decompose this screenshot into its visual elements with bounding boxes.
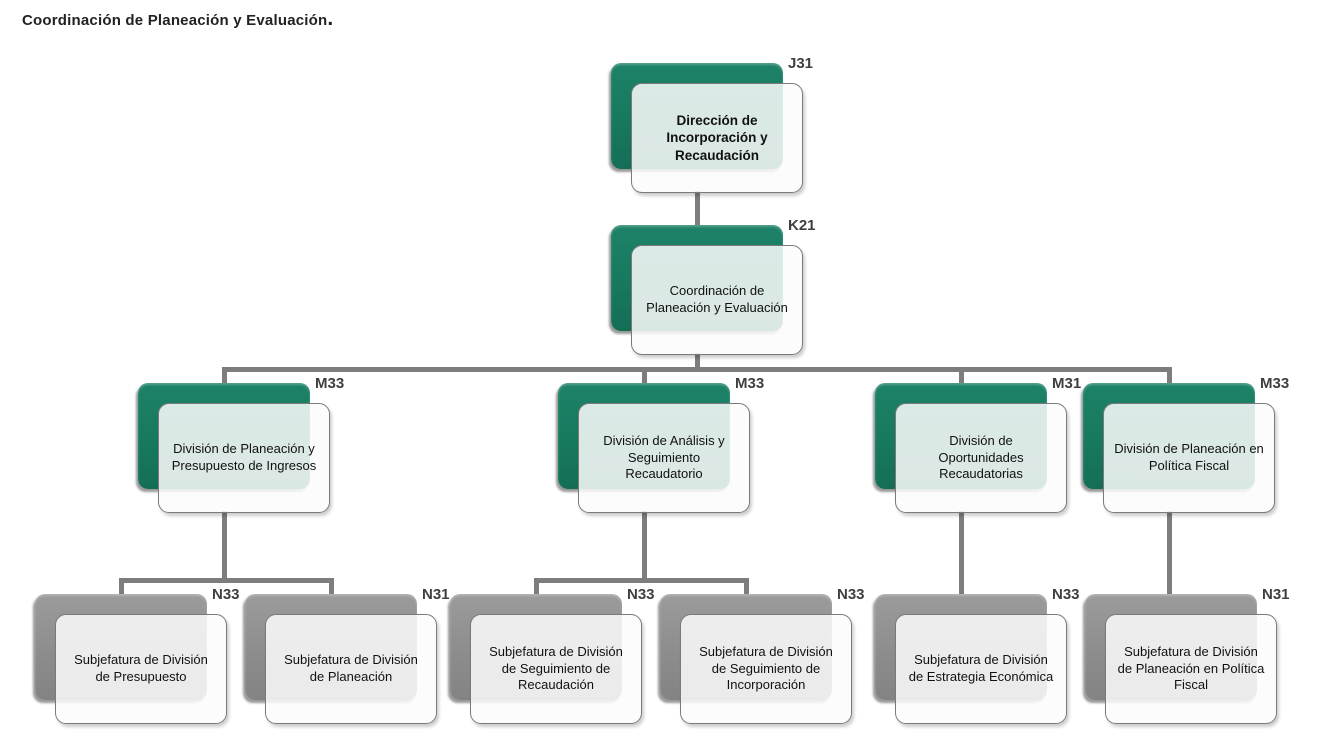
connector-drop xyxy=(329,578,334,598)
node-card-label: Subjefatura de División de Seguimiento d… xyxy=(699,644,833,693)
connector-line xyxy=(1167,511,1172,598)
connector-bus xyxy=(222,367,1171,372)
node-card: Subjefatura de División de Seguimiento d… xyxy=(470,614,642,724)
connector-drop xyxy=(642,367,647,387)
node-card-label: Subjefatura de División de Seguimiento d… xyxy=(489,644,623,693)
node-card: Subjefatura de División de Planeación xyxy=(265,614,437,724)
node-card: División de Oportunidades Recaudatorias xyxy=(895,403,1067,513)
page-title: Coordinación de Planeación y Evaluación. xyxy=(22,8,333,29)
node-card: División de Planeación en Política Fisca… xyxy=(1103,403,1275,513)
node-code-label: N31 xyxy=(422,586,450,603)
connector-drop xyxy=(744,578,749,598)
node-card-label: Dirección de Incorporación y Recaudación xyxy=(666,113,768,163)
connector-line xyxy=(959,511,964,598)
node-card: División de Planeación y Presupuesto de … xyxy=(158,403,330,513)
node-card-label: Subjefatura de División de Planeación xyxy=(284,652,418,684)
node-card: División de Análisis y Seguimiento Recau… xyxy=(578,403,750,513)
node-card-label: Coordinación de Planeación y Evaluación xyxy=(646,283,788,315)
connector-drop xyxy=(959,367,964,387)
node-code-label: J31 xyxy=(788,55,814,72)
page-title-text: Coordinación de Planeación y Evaluación xyxy=(22,12,328,29)
node-code-label: N33 xyxy=(837,586,865,603)
connector-drop xyxy=(534,578,539,598)
node-card: Subjefatura de División de Presupuesto xyxy=(55,614,227,724)
node-code-label: M33 xyxy=(315,375,345,392)
connector-drop xyxy=(222,367,227,387)
node-card: Subjefatura de División de Estrategia Ec… xyxy=(895,614,1067,724)
node-card-label: División de Oportunidades Recaudatorias xyxy=(938,433,1024,482)
node-card-label: División de Análisis y Seguimiento Recau… xyxy=(603,433,725,482)
node-code-label: M33 xyxy=(735,375,765,392)
connector-riser xyxy=(642,511,647,583)
connector-line xyxy=(695,191,700,229)
node-code-label: N33 xyxy=(1052,586,1080,603)
connector-bus xyxy=(119,578,333,583)
connector-drop xyxy=(119,578,124,598)
connector-riser xyxy=(222,511,227,583)
node-card-label: Subjefatura de División de Presupuesto xyxy=(74,652,208,684)
page-title-period: . xyxy=(327,7,334,30)
node-card-label: Subjefatura de División de Estrategia Ec… xyxy=(908,652,1054,684)
node-card-label: División de Planeación en Política Fisca… xyxy=(1114,441,1264,473)
node-card-label: División de Planeación y Presupuesto de … xyxy=(171,441,317,473)
node-card: Dirección de Incorporación y Recaudación xyxy=(631,83,803,193)
node-card-label: Subjefatura de División de Planeación en… xyxy=(1117,644,1265,693)
node-card: Coordinación de Planeación y Evaluación xyxy=(631,245,803,355)
node-code-label: M31 xyxy=(1052,375,1082,392)
node-card: Subjefatura de División de Planeación en… xyxy=(1105,614,1277,724)
node-code-label: N33 xyxy=(212,586,240,603)
connector-drop xyxy=(1167,367,1172,387)
node-code-label: M33 xyxy=(1260,375,1290,392)
connector-riser xyxy=(695,353,700,372)
node-code-label: K21 xyxy=(788,217,816,234)
node-code-label: N33 xyxy=(627,586,655,603)
node-code-label: N31 xyxy=(1262,586,1290,603)
node-card: Subjefatura de División de Seguimiento d… xyxy=(680,614,852,724)
connector-bus xyxy=(534,578,748,583)
